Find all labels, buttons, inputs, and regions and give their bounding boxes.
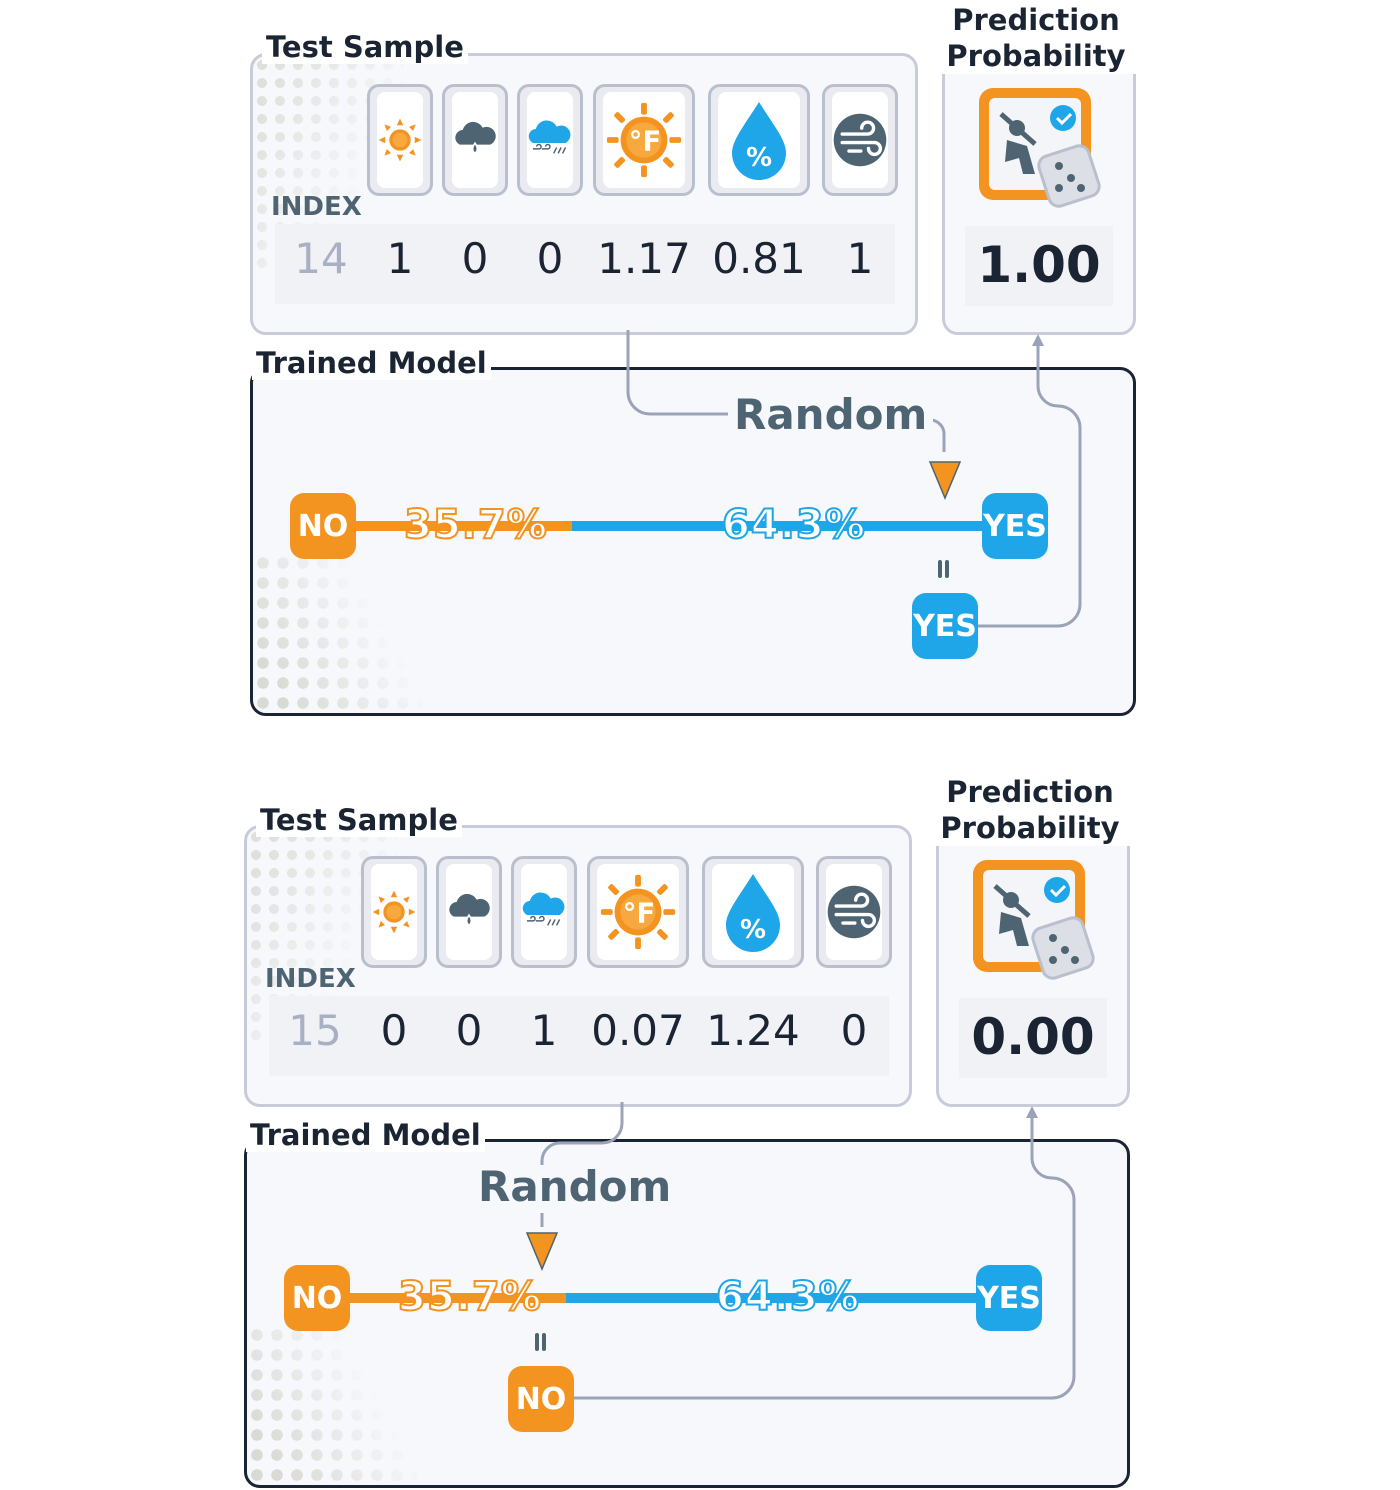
no-pill: NO: [290, 493, 356, 559]
feature-value-windy-rain: 1: [530, 1006, 558, 1055]
feature-value-wind: 0: [840, 1006, 868, 1055]
feature-tile-sunny: [361, 856, 427, 968]
feature-tile-humidity: %: [708, 84, 810, 196]
feature-tile-temperature: °F: [593, 84, 695, 196]
feature-value-temperature: 0.07: [591, 1006, 685, 1055]
humidity-drop-icon: %: [726, 874, 780, 952]
feature-value-wind: 1: [846, 234, 874, 283]
feature-tile-rainy: [436, 856, 502, 968]
result-pill: YES: [912, 593, 978, 659]
prediction-title-line1: Prediction: [946, 775, 1114, 809]
test-sample-box: °F % INDEX 14 1 0 0 1.17 0.81 1: [250, 53, 918, 335]
feature-value-windy-rain: 0: [536, 234, 564, 283]
prediction-probability-box: 1.00: [942, 53, 1136, 335]
yes-pill: YES: [982, 493, 1048, 559]
feature-value-humidity: 1.24: [706, 1006, 800, 1055]
temperature-f-icon: °F: [606, 102, 682, 178]
test-sample-box: °F % INDEX 15 0 0 1 0.07 1.24 0: [244, 825, 912, 1107]
prediction-title: Prediction Probability: [920, 774, 1140, 846]
values-row: [275, 224, 895, 304]
prediction-value-bg: [965, 226, 1113, 306]
wind-icon: [833, 113, 887, 167]
random-label: Random: [728, 393, 934, 437]
yes-pill: YES: [976, 1265, 1042, 1331]
feature-value-rainy: 0: [455, 1006, 483, 1055]
dot-pattern: [253, 553, 423, 713]
equals-sign: [534, 1333, 548, 1351]
svg-text:°F: °F: [623, 899, 655, 930]
golf-dice-icon: [973, 860, 1095, 980]
panel-sample-14: °F % INDEX 14 1 0 0 1.17 0.81 1 Test Sam…: [250, 2, 1146, 716]
no-percentage: 35.7%: [403, 501, 548, 549]
feature-value-sunny: 0: [380, 1006, 408, 1055]
prediction-title-line2: Probability: [940, 811, 1120, 845]
prediction-value-bg: [959, 998, 1107, 1078]
svg-text:°F: °F: [629, 127, 661, 158]
feature-tile-rainy: [442, 84, 508, 196]
sun-icon: [372, 890, 416, 934]
prediction-title-line1: Prediction: [952, 3, 1120, 37]
prediction-value: 1.00: [977, 236, 1101, 294]
connectors: [334, 1102, 1076, 1400]
test-sample-title: Test Sample: [262, 30, 468, 64]
windy-cloud-icon: [522, 892, 565, 926]
panel-sample-15: °F % INDEX 15 0 0 1 0.07 1.24 0 Test Sam…: [0, 745, 1400, 1490]
rain-cloud-icon: [455, 121, 496, 154]
humidity-drop-icon: %: [732, 102, 786, 180]
values-row: [269, 996, 889, 1076]
golf-dice-icon: [979, 88, 1101, 208]
feature-tile-windy-rain: [511, 856, 577, 968]
windy-cloud-icon: [528, 120, 571, 154]
arrow-head: [1026, 1106, 1038, 1118]
index-label: INDEX: [265, 964, 356, 994]
equals-sign: [937, 560, 951, 578]
feature-value-temperature: 1.17: [597, 234, 691, 283]
result-connector: [978, 340, 1082, 628]
index-value: 15: [288, 1006, 342, 1055]
prediction-title-line2: Probability: [946, 39, 1126, 73]
trained-model-box: [244, 1139, 1130, 1488]
yes-percentage: 64.3%: [721, 501, 866, 549]
feature-tile-wind: [822, 84, 898, 196]
test-sample-title: Test Sample: [256, 803, 462, 837]
no-percentage: 35.7%: [397, 1273, 542, 1321]
no-pill: NO: [284, 1265, 350, 1331]
arrow-head: [1032, 334, 1044, 346]
result-connector: [574, 1112, 1076, 1400]
dot-pattern: [247, 1325, 417, 1485]
rain-cloud-icon: [449, 893, 490, 926]
random-label: Random: [472, 1165, 678, 1209]
sun-icon: [378, 118, 422, 162]
svg-text:%: %: [746, 143, 772, 173]
result-pill: NO: [508, 1366, 574, 1432]
yes-percentage: 64.3%: [715, 1273, 860, 1321]
trained-model-title: Trained Model: [246, 1118, 485, 1152]
prediction-value: 0.00: [971, 1008, 1095, 1066]
feature-tile-humidity: %: [702, 856, 804, 968]
wind-icon: [827, 885, 881, 939]
trained-model-title: Trained Model: [252, 346, 491, 380]
index-label: INDEX: [271, 192, 362, 222]
svg-text:%: %: [740, 915, 766, 945]
feature-tile-wind: [816, 856, 892, 968]
feature-tile-windy-rain: [517, 84, 583, 196]
random-pointer: [928, 461, 962, 500]
prediction-title: Prediction Probability: [926, 2, 1146, 74]
feature-tile-sunny: [367, 84, 433, 196]
random-pointer: [525, 1232, 559, 1271]
feature-value-rainy: 0: [461, 234, 489, 283]
feature-tile-temperature: °F: [587, 856, 689, 968]
feature-value-sunny: 1: [386, 234, 414, 283]
index-value: 14: [294, 234, 348, 283]
feature-value-humidity: 0.81: [712, 234, 806, 283]
connectors: [340, 330, 1082, 628]
temperature-f-icon: °F: [600, 874, 676, 950]
